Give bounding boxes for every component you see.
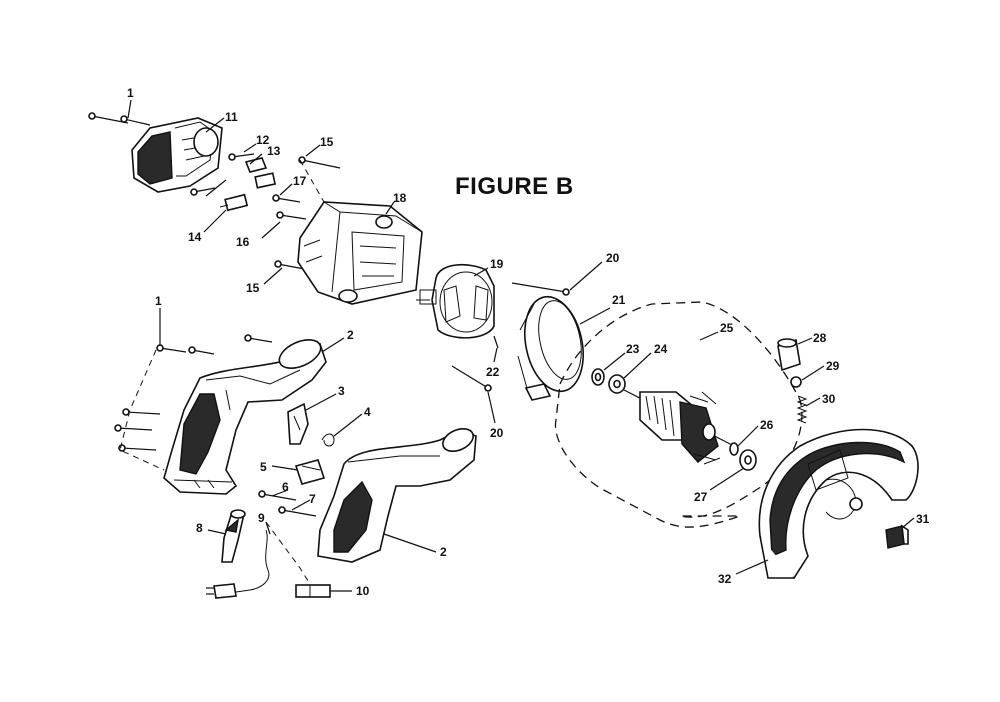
- callout-21: 21: [612, 293, 626, 307]
- guide-line: [299, 159, 325, 203]
- callout-6: 6: [282, 480, 289, 494]
- callout-14: 14: [188, 230, 202, 244]
- part-1-screws-top: [88, 112, 151, 126]
- part-31-knob: [885, 524, 909, 549]
- callout-8: 8: [196, 521, 203, 535]
- callout-2: 2: [347, 328, 354, 342]
- callout-17: 17: [293, 174, 307, 188]
- callout-31: 31: [916, 512, 930, 526]
- callout-12: 12: [256, 133, 270, 147]
- callout-2: 2: [440, 545, 447, 559]
- callout-27: 27: [694, 490, 708, 504]
- part-8-cord-protector: [221, 509, 246, 563]
- callout-4: 4: [364, 405, 371, 419]
- callout-10: 10: [356, 584, 370, 598]
- callout-28: 28: [813, 331, 827, 345]
- part-6-7-screws: [258, 490, 317, 517]
- callout-18: 18: [393, 191, 407, 205]
- callout-20: 20: [490, 426, 504, 440]
- callout-1: 1: [127, 86, 134, 100]
- callout-25: 25: [720, 321, 734, 335]
- part-2-handle-left: [163, 339, 327, 495]
- part-12-13-brush-parts: [190, 153, 276, 197]
- part-30-spring: [796, 395, 808, 424]
- callout-22: 22: [486, 365, 500, 379]
- part-28-cap: [777, 338, 801, 372]
- part-2-handle-right: [317, 427, 477, 563]
- part-14-brush: [219, 193, 249, 212]
- callout-20: 20: [606, 251, 620, 265]
- callout-11: 11: [225, 110, 238, 124]
- part-5-switch: [294, 459, 326, 485]
- guide-line-cord: [265, 521, 311, 585]
- callout-24: 24: [654, 342, 668, 356]
- part-23-24-washers: [591, 368, 626, 394]
- part-4-spring: [321, 433, 335, 447]
- callout-7: 7: [309, 492, 316, 506]
- callout-1: 1: [155, 294, 162, 308]
- callout-32: 32: [718, 572, 732, 586]
- part-10-cord-clip: [295, 584, 331, 598]
- callout-19: 19: [490, 257, 504, 271]
- part-3-switch-trigger: [287, 402, 309, 445]
- callout-15: 15: [320, 135, 334, 149]
- armature-group-outline: [554, 301, 803, 528]
- callout-3: 3: [338, 384, 345, 398]
- part-19-stator: [416, 263, 495, 339]
- part-26-27-washers: [729, 442, 757, 471]
- callout-29: 29: [826, 359, 840, 373]
- callout-13: 13: [267, 144, 281, 158]
- part-21-fan-baffle: [517, 295, 584, 401]
- callout-labels: 1 11 12 13 15 17 18 14 16 15 19 20 21 22…: [127, 86, 930, 598]
- callout-30: 30: [822, 392, 836, 406]
- callout-15: 15: [246, 281, 260, 295]
- callout-16: 16: [236, 235, 250, 249]
- part-armature: [623, 389, 739, 465]
- leader-lines: [127, 99, 915, 592]
- callout-23: 23: [626, 342, 640, 356]
- callout-5: 5: [260, 460, 267, 474]
- callout-26: 26: [760, 418, 774, 432]
- part-18-motor-housing: [297, 201, 423, 305]
- part-11-end-cap: [131, 117, 223, 193]
- part-32-blade-guard: [758, 428, 919, 580]
- part-20-screws-stator: [451, 282, 570, 392]
- figure-title: FIGURE B: [455, 173, 574, 200]
- callout-9: 9: [258, 511, 265, 525]
- part-29-nut: [790, 376, 802, 388]
- part-9-cord: [206, 529, 270, 599]
